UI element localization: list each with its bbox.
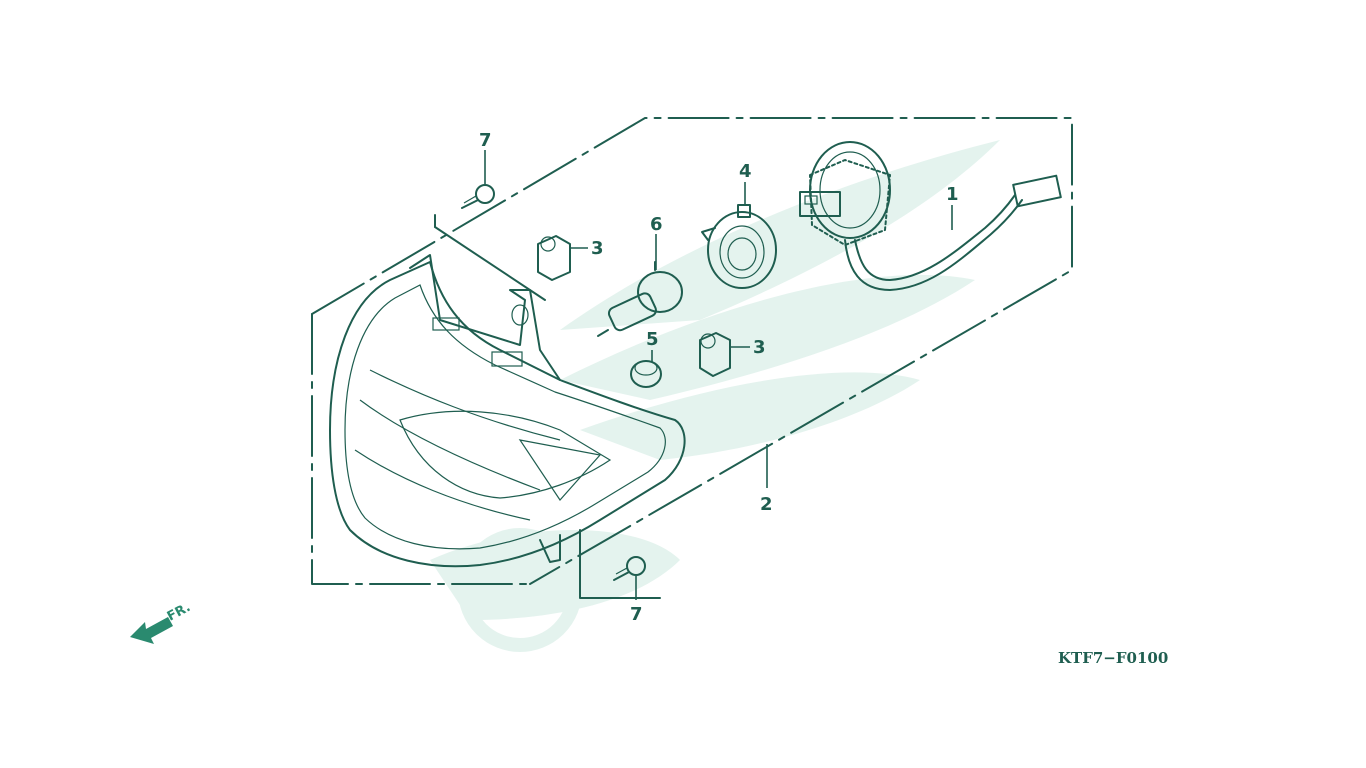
part-7-screw-upper bbox=[461, 184, 495, 209]
headlight-housing bbox=[329, 254, 686, 568]
callout-5: 5 bbox=[646, 329, 659, 350]
leader-lines bbox=[484, 150, 953, 600]
part-1-socket-harness bbox=[799, 141, 1062, 291]
part-6-bulb bbox=[597, 261, 683, 337]
front-arrow-icon bbox=[130, 617, 173, 644]
callout-6: 6 bbox=[650, 214, 663, 235]
callout-1: 1 bbox=[946, 184, 959, 205]
watermark-logo bbox=[430, 140, 1000, 652]
callout-2: 2 bbox=[760, 494, 773, 515]
front-label: FR. bbox=[165, 600, 193, 625]
front-direction-indicator: FR. bbox=[130, 600, 193, 644]
part-7-screw-lower bbox=[613, 556, 646, 581]
callout-7-upper: 7 bbox=[479, 130, 492, 151]
callout-7-lower: 7 bbox=[630, 604, 643, 625]
figure-code: KTF7−F0100 bbox=[1058, 649, 1168, 667]
callout-4: 4 bbox=[739, 161, 752, 182]
assembly-bracket bbox=[311, 117, 1073, 599]
part-3-nut-lower bbox=[699, 332, 731, 377]
callout-3-upper: 3 bbox=[591, 238, 604, 259]
callout-3-lower: 3 bbox=[753, 337, 766, 358]
callouts: 1 2 3 3 4 5 6 7 7 bbox=[479, 130, 959, 625]
part-5-cap bbox=[630, 360, 662, 388]
part-3-nut-upper bbox=[537, 235, 571, 281]
part-4-bulb-cap bbox=[701, 204, 777, 289]
